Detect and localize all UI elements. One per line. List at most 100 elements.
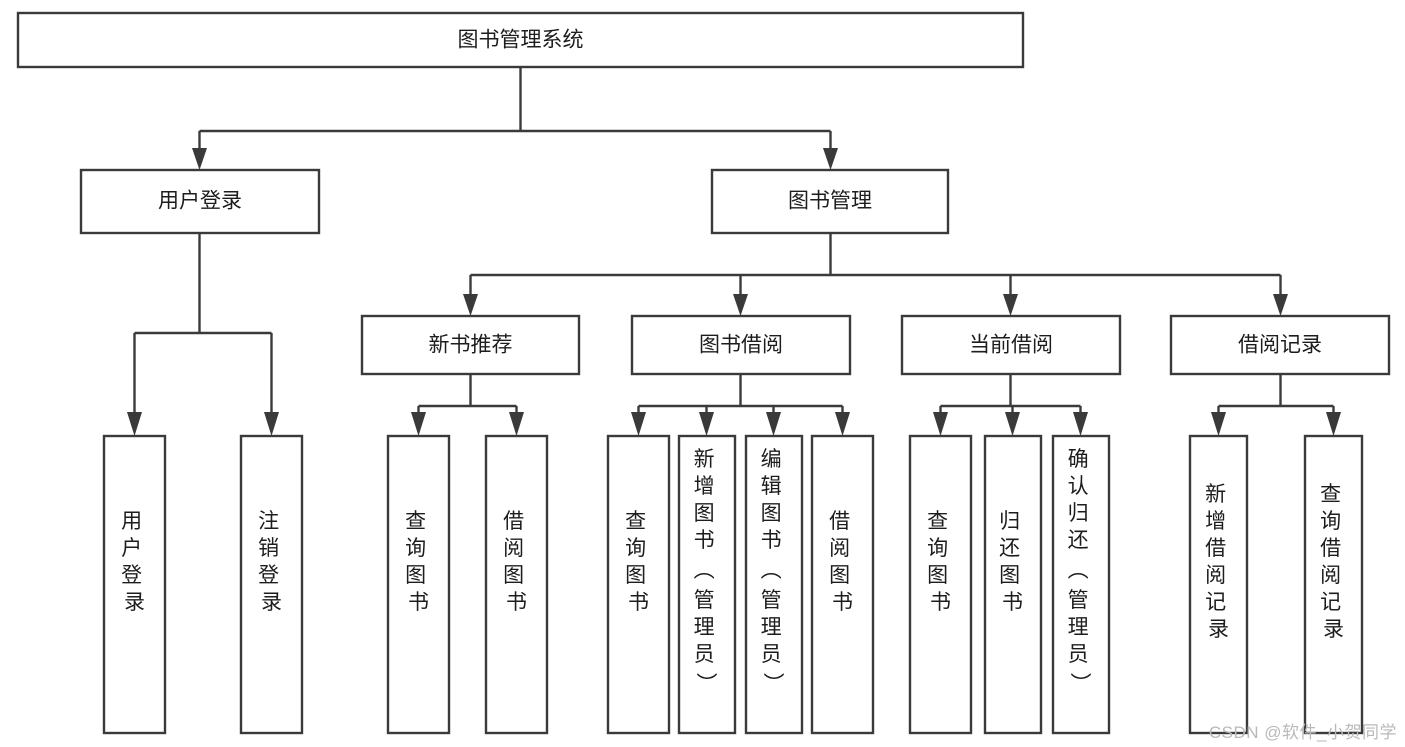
node-book-borrow-label: 图书借阅 [699, 334, 783, 357]
node-leaf-confirm-return-box[interactable] [1051, 434, 1111, 735]
node-leaf-add-book-box[interactable] [677, 434, 737, 735]
arrow-head-icon [264, 412, 279, 436]
node-leaf-add-book[interactable]: 新 增 图 书 ︵ 管 理 员 ︶ [677, 434, 737, 735]
node-leaf-add-record-label: 新 增 借 阅 记 录 [1205, 483, 1232, 641]
connector-group-new-book-rec [411, 374, 524, 436]
vchar: 查 [625, 510, 646, 533]
connector-group-root [192, 67, 838, 170]
arrow-head-icon [509, 412, 524, 436]
node-leaf-borrow-book-1[interactable]: 借 阅 图 书 [484, 434, 549, 735]
arrow-head-icon [1005, 412, 1020, 436]
csdn-watermark: CSDN @软件_小贺同学 [1208, 723, 1397, 742]
vchar: 书 [408, 591, 429, 614]
node-leaf-query-book-3-box[interactable] [908, 434, 973, 735]
node-leaf-edit-book-box[interactable] [744, 434, 804, 735]
vchar: ︶ [697, 673, 718, 696]
node-leaf-user-logout[interactable]: 注 销 登 录 [239, 434, 304, 735]
node-leaf-user-login-box[interactable] [102, 434, 167, 735]
node-leaf-query-book-1[interactable]: 查 询 图 书 [386, 434, 451, 735]
node-current-borrow-label: 当前借阅 [969, 334, 1053, 357]
node-book-borrow-box[interactable] [630, 314, 852, 376]
vchar: ︵ [761, 559, 782, 582]
vchar: 借 [503, 510, 524, 533]
node-user-login-box[interactable] [79, 168, 321, 235]
node-leaf-query-book-2-box[interactable] [606, 434, 671, 735]
node-root[interactable]: 图书管理系统 [16, 11, 1025, 69]
node-book-manage-box[interactable] [710, 168, 950, 235]
node-leaf-borrow-book-1-label: 借 阅 图 书 [503, 510, 530, 614]
node-leaf-borrow-book-2[interactable]: 借 阅 图 书 [810, 434, 875, 735]
node-new-book-rec-box[interactable] [360, 314, 581, 376]
node-leaf-return-book[interactable]: 归 还 图 书 [983, 434, 1043, 735]
node-leaf-add-record[interactable]: 新 增 借 阅 记 录 [1188, 434, 1249, 735]
arrow-head-icon [766, 412, 781, 436]
node-root-box[interactable] [16, 11, 1025, 69]
node-leaf-query-record-box[interactable] [1303, 434, 1364, 735]
node-new-book-rec[interactable]: 新书推荐 [360, 314, 581, 376]
node-leaf-query-book-2[interactable]: 查 询 图 书 [606, 434, 671, 735]
vchar: 记 [1320, 591, 1341, 614]
node-leaf-edit-book[interactable]: 编 辑 图 书 ︵ 管 理 员 ︶ [744, 434, 804, 735]
vchar: 图 [761, 502, 782, 525]
vchar: 书 [930, 591, 951, 614]
node-leaf-confirm-return[interactable]: 确 认 归 还 ︵ 管 理 员 ︶ [1051, 434, 1111, 735]
node-leaf-user-login-label: 用 户 登 录 [121, 510, 148, 614]
vchar: 图 [503, 564, 524, 587]
node-borrow-record[interactable]: 借阅记录 [1169, 314, 1391, 376]
node-leaf-add-record-box[interactable] [1188, 434, 1249, 735]
node-leaf-query-record[interactable]: 查 询 借 阅 记 录 [1303, 434, 1364, 735]
vchar: 新 [694, 448, 715, 471]
vchar: 图 [999, 564, 1020, 587]
vchar: 销 [258, 537, 279, 560]
connector-group-book-manage [463, 233, 1288, 316]
vchar: 借 [829, 510, 850, 533]
arrow-head-icon [823, 148, 838, 170]
node-book-borrow[interactable]: 图书借阅 [630, 314, 852, 376]
vchar: 增 [1205, 510, 1226, 533]
connector-group-book-borrow [631, 374, 850, 436]
node-leaf-return-book-box[interactable] [983, 434, 1043, 735]
node-leaf-query-book-3-label: 查 询 图 书 [927, 510, 954, 614]
vchar: 图 [625, 564, 646, 587]
connector-group-borrow-record [1211, 374, 1341, 436]
vchar: 查 [927, 510, 948, 533]
node-leaf-query-book-1-box[interactable] [386, 434, 451, 735]
node-leaf-query-book-1-label: 查 询 图 书 [405, 510, 432, 614]
vchar: 书 [628, 591, 649, 614]
node-leaf-user-login[interactable]: 用 户 登 录 [102, 434, 167, 735]
node-user-login[interactable]: 用户登录 [79, 168, 321, 235]
vchar: 书 [832, 591, 853, 614]
arrow-head-icon [192, 148, 207, 170]
node-leaf-user-logout-label: 注 销 登 录 [258, 510, 285, 614]
node-leaf-add-book-label: 新 增 图 书 ︵ 管 理 员 ︶ [694, 448, 721, 696]
vchar: 还 [1068, 529, 1089, 552]
node-leaf-query-book-3[interactable]: 查 询 图 书 [908, 434, 973, 735]
node-book-manage[interactable]: 图书管理 [710, 168, 950, 235]
vchar: 员 [1068, 643, 1089, 666]
vchar: 管 [694, 589, 715, 612]
vchar: 确 [1068, 448, 1089, 471]
vchar: 图 [927, 564, 948, 587]
node-current-borrow-box[interactable] [900, 314, 1122, 376]
vchar: 增 [694, 475, 715, 498]
arrow-head-icon [733, 294, 748, 316]
node-borrow-record-box[interactable] [1169, 314, 1391, 376]
connector-group-current-borrow [933, 374, 1088, 436]
node-leaf-user-logout-box[interactable] [239, 434, 304, 735]
vchar: 查 [405, 510, 426, 533]
vchar: 图 [694, 502, 715, 525]
node-current-borrow[interactable]: 当前借阅 [900, 314, 1122, 376]
vchar: 录 [1323, 618, 1344, 641]
arrow-head-icon [631, 412, 646, 436]
vchar: 理 [1068, 616, 1089, 639]
node-leaf-borrow-book-2-box[interactable] [810, 434, 875, 735]
arrow-head-icon [835, 412, 850, 436]
vchar: 询 [625, 537, 646, 560]
node-leaf-borrow-book-1-box[interactable] [484, 434, 549, 735]
node-leaf-edit-book-label: 编 辑 图 书 ︵ 管 理 员 ︶ [761, 448, 788, 696]
vchar: 录 [1208, 618, 1229, 641]
vchar: 户 [121, 537, 142, 560]
vchar: 书 [694, 529, 715, 552]
